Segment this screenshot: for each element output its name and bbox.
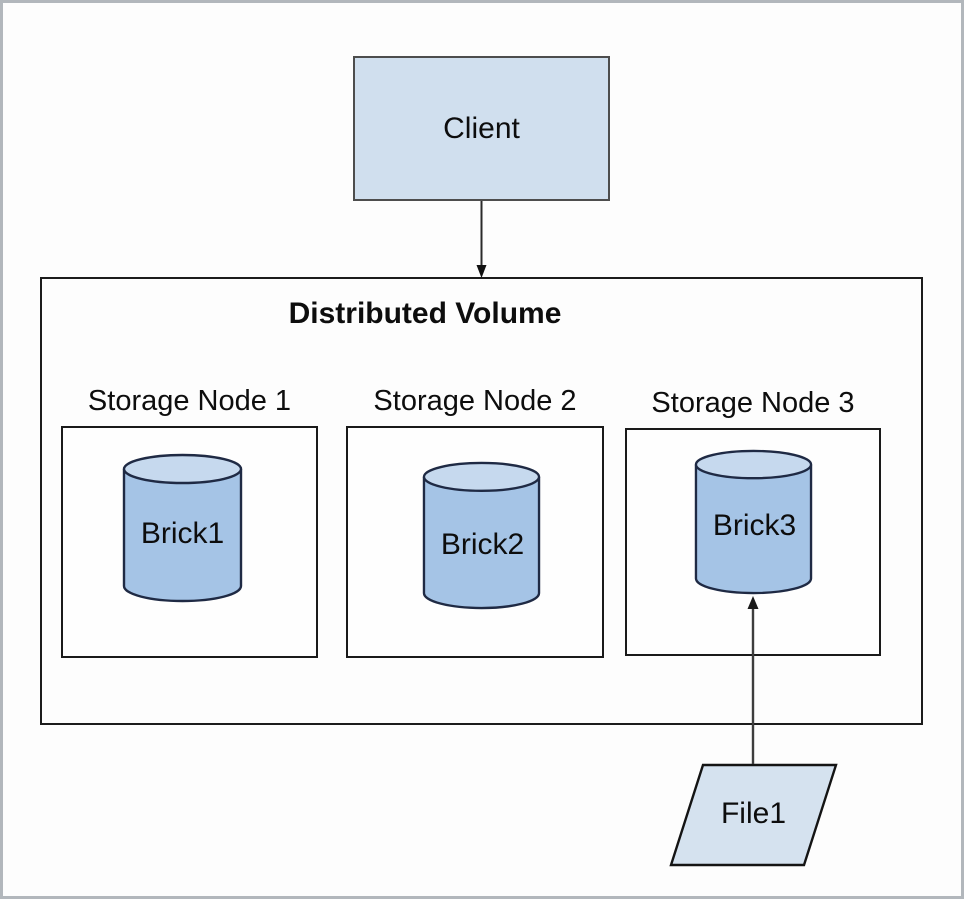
brick3-cylinder-icon [694,449,813,595]
brick1-cylinder-icon [122,453,243,603]
file1-label: File1 [720,797,787,830]
client-to-volume-arrow [476,201,487,278]
brick1-label: Brick1 [140,517,225,550]
client-node-box: Client [353,56,610,201]
distributed-volume-box [40,277,923,725]
storage-node-1-label: Storage Node 1 [87,385,292,417]
distributed-volume-title: Distributed Volume [288,297,562,330]
storage-node-3-label: Storage Node 3 [651,387,855,419]
client-node-label: Client [443,111,520,145]
file1-parallelogram-shape [669,763,838,867]
brick2-cylinder-icon [422,461,541,610]
brick2-label: Brick2 [440,528,525,561]
brick3-label: Brick3 [712,509,797,542]
storage-node-2-label: Storage Node 2 [373,385,577,417]
